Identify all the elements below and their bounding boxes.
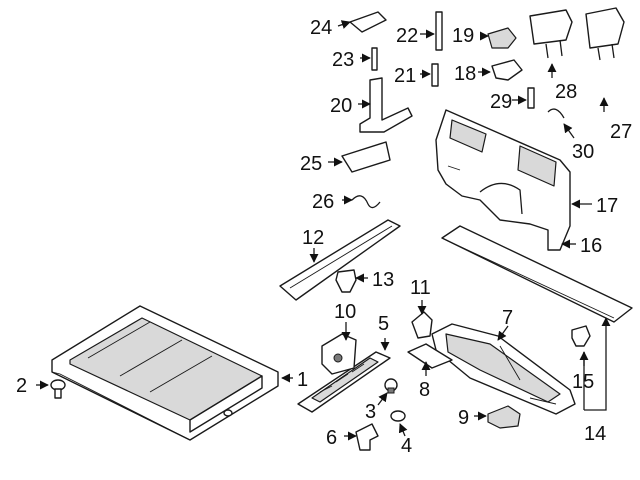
- part-21-pin: [431, 63, 439, 87]
- part-4-cap: [390, 410, 406, 422]
- callout-25: 25: [300, 153, 322, 175]
- part-16-panel: [441, 225, 633, 323]
- callout-17: 17: [596, 195, 618, 217]
- part-22-pin: [435, 11, 443, 51]
- callout-20: 20: [330, 95, 352, 117]
- callout-3: 3: [365, 401, 376, 423]
- part-1-floor-tray: [51, 305, 279, 441]
- part-24-clip: [349, 11, 387, 33]
- part-26-cable: [351, 195, 381, 209]
- callout-1: 1: [297, 369, 308, 391]
- callout-29: 29: [490, 91, 512, 113]
- callout-4: 4: [401, 435, 412, 457]
- part-17-seat-back: [435, 109, 571, 251]
- part-7-trim-panel: [431, 323, 576, 415]
- callout-6: 6: [326, 427, 337, 449]
- callout-18: 18: [454, 63, 476, 85]
- part-27-headrest: [585, 7, 625, 61]
- callout-21: 21: [394, 65, 416, 87]
- callout-10: 10: [334, 301, 356, 323]
- part-30-spring: [547, 108, 565, 119]
- part-13-fastener: [335, 269, 357, 293]
- part-10-bracket: [321, 333, 357, 375]
- callout-19: 19: [452, 25, 474, 47]
- callout-26: 26: [312, 191, 334, 213]
- callout-24: 24: [310, 17, 332, 39]
- callout-labels: 1 2 3 4 5 6 7 8 9 10 11 12 13 14 15 16 1…: [16, 17, 632, 457]
- callout-13: 13: [372, 269, 394, 291]
- callout-28: 28: [555, 81, 577, 103]
- callout-14: 14: [584, 423, 606, 445]
- part-15-fastener: [571, 325, 591, 347]
- part-3-plug: [384, 378, 398, 394]
- callout-22: 22: [396, 25, 418, 47]
- part-25-latch: [341, 141, 391, 173]
- callout-16: 16: [580, 235, 602, 257]
- callout-23: 23: [332, 49, 354, 71]
- callout-11: 11: [410, 277, 431, 299]
- callout-5: 5: [378, 313, 389, 335]
- part-20-bracket: [359, 77, 413, 133]
- part-28-headrest: [529, 9, 573, 59]
- callout-2: 2: [16, 375, 27, 397]
- part-9-cover: [487, 405, 521, 429]
- part-29-pin: [527, 87, 535, 109]
- callout-8: 8: [419, 379, 430, 401]
- part-6-bracket: [355, 423, 379, 451]
- part-2-push-pin: [50, 379, 66, 399]
- leader-lines: [36, 20, 606, 441]
- part-19-cover: [487, 27, 517, 49]
- callout-12: 12: [302, 227, 324, 249]
- callout-7: 7: [502, 307, 513, 329]
- part-5-sill-plate: [297, 351, 391, 413]
- callout-30: 30: [572, 141, 594, 163]
- part-11-clip: [411, 311, 433, 339]
- part-12-trim: [279, 219, 401, 301]
- callout-9: 9: [458, 407, 469, 429]
- callout-27: 27: [610, 121, 632, 143]
- part-23-rod: [371, 47, 378, 71]
- callout-15: 15: [572, 371, 594, 393]
- part-18-bracket: [491, 59, 523, 81]
